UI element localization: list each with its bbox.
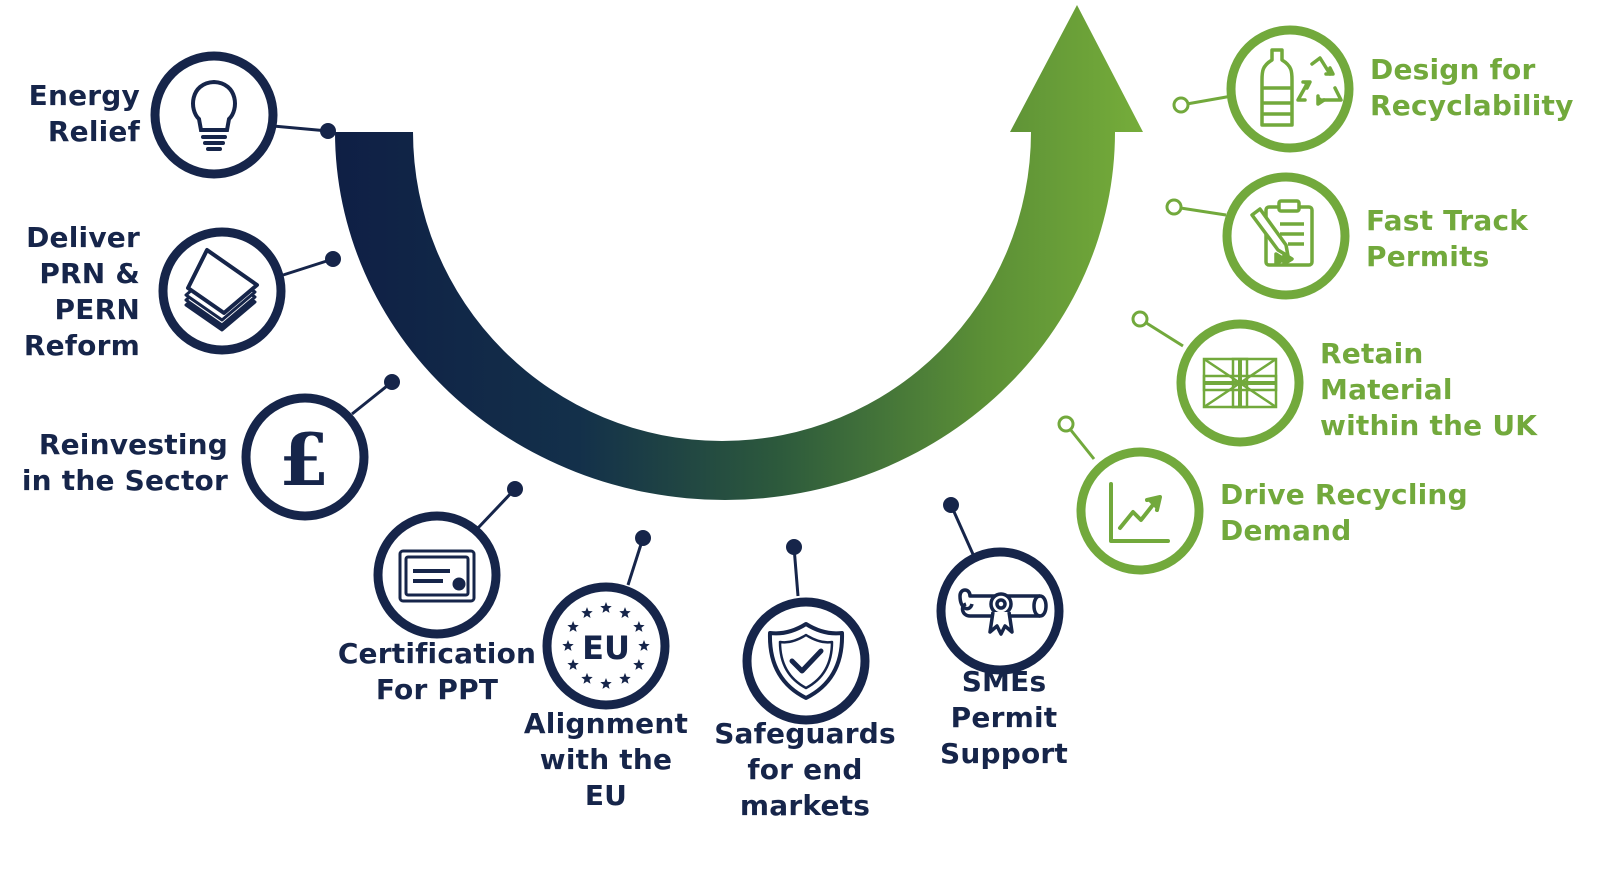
- eu-star: [619, 607, 631, 618]
- label-design-recyclability: Design for Recyclability: [1370, 53, 1574, 122]
- eu-star: [638, 640, 650, 651]
- bottle-recycle-icon: [1260, 48, 1343, 127]
- drive-recycling-node: [1057, 415, 1204, 575]
- label-fast-track: Fast Track Permits: [1366, 204, 1529, 273]
- label-reinvesting: Reinvesting in the Sector: [21, 428, 228, 497]
- eu-star: [581, 607, 593, 618]
- eu-star: [581, 672, 593, 684]
- paper-stack-icon: [184, 248, 259, 332]
- eu-star: [619, 672, 631, 684]
- eu-star: [633, 621, 645, 632]
- eu-star: [600, 678, 612, 689]
- pound-sign-icon: £: [279, 417, 329, 502]
- label-energy-relief: Energy Relief: [28, 79, 140, 148]
- label-prn-pern-reform: Deliver PRN & PERN Reform: [23, 221, 140, 362]
- shield-check-icon: [767, 622, 845, 700]
- fast-track-node: [1165, 172, 1350, 300]
- certification-ppt-node: [373, 481, 523, 639]
- diploma-scroll-icon: [958, 588, 1048, 636]
- safeguards-node: [742, 539, 870, 725]
- smes-permit-node: [936, 497, 1064, 675]
- reinvesting-node: £: [241, 374, 400, 521]
- label-retain-material: Retain Material within the UK: [1320, 337, 1538, 442]
- eu-stars-icon: [562, 602, 650, 689]
- u-shaped-arrow: [335, 5, 1143, 500]
- label-alignment-eu: Alignment with the EU: [523, 707, 689, 812]
- eu-star: [600, 602, 612, 613]
- clipboard-pencil-icon: [1250, 199, 1314, 267]
- lightbulb-icon: [191, 79, 237, 151]
- certificate-icon: [398, 549, 476, 603]
- label-drive-recycling: Drive Recycling Demand: [1220, 478, 1468, 547]
- eu-star: [567, 659, 579, 670]
- union-jack-icon: [1202, 357, 1278, 409]
- eu-icon-text: EU: [582, 629, 630, 667]
- design-recyclability-node: [1172, 25, 1354, 153]
- label-safeguards: Safeguards for end markets: [714, 717, 896, 822]
- label-smes-permit: SMEs Permit Support: [939, 665, 1068, 770]
- eu-star: [633, 659, 645, 670]
- retain-material-node: [1131, 310, 1304, 447]
- alignment-eu-node: EU: [542, 530, 670, 710]
- prn-pern-reform-node: [158, 227, 341, 355]
- rising-chart-icon: [1109, 482, 1170, 543]
- label-certification-ppt: Certification For PPT: [337, 637, 537, 706]
- eu-star: [567, 621, 579, 632]
- energy-relief-node: [150, 51, 336, 179]
- eu-star: [562, 640, 574, 651]
